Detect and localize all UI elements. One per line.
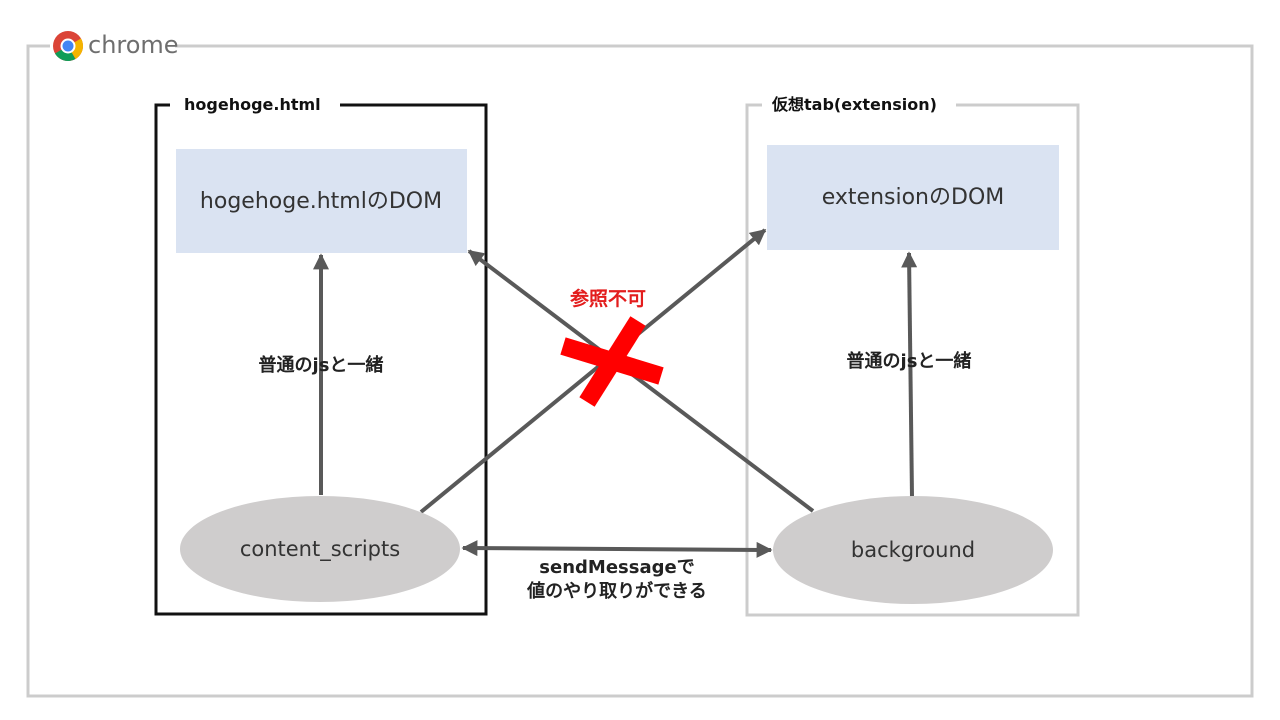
page-frame-title: hogehoge.html xyxy=(184,95,321,114)
send-message-label-line2: 値のやり取りができる xyxy=(526,580,707,602)
content-scripts-to-extension-dom-arrow xyxy=(419,228,767,514)
chrome-wordmark: chrome xyxy=(88,31,179,59)
background-node xyxy=(773,496,1053,604)
content-scripts-node xyxy=(180,496,460,602)
extension-dom-box xyxy=(767,145,1059,250)
forbidden-label: 参照不可 xyxy=(570,287,646,310)
chrome-window-border xyxy=(26,44,1254,698)
extension-dom-label: extensionのDOM xyxy=(822,185,1005,210)
page-dom-label: hogehoge.htmlのDOM xyxy=(200,189,442,214)
cross-mark-icon xyxy=(560,316,664,407)
content-scripts-label: content_scripts xyxy=(240,537,400,562)
background-to-extension-dom-arrow xyxy=(901,251,918,498)
send-message-label-line1: sendMessageで xyxy=(539,557,694,578)
page-frame xyxy=(154,103,488,616)
chrome-logo-icon xyxy=(53,31,84,62)
send-message-arrow xyxy=(461,540,773,558)
extension-edge-label: 普通のjsと一緒 xyxy=(847,350,972,372)
background-label: background xyxy=(851,538,975,562)
page-dom-box xyxy=(176,149,467,253)
page-edge-label: 普通のjsと一緒 xyxy=(259,354,384,376)
extension-frame xyxy=(745,103,1080,617)
extension-frame-title: 仮想tab(extension) xyxy=(771,95,937,114)
background-to-page-dom-arrow xyxy=(467,249,815,513)
